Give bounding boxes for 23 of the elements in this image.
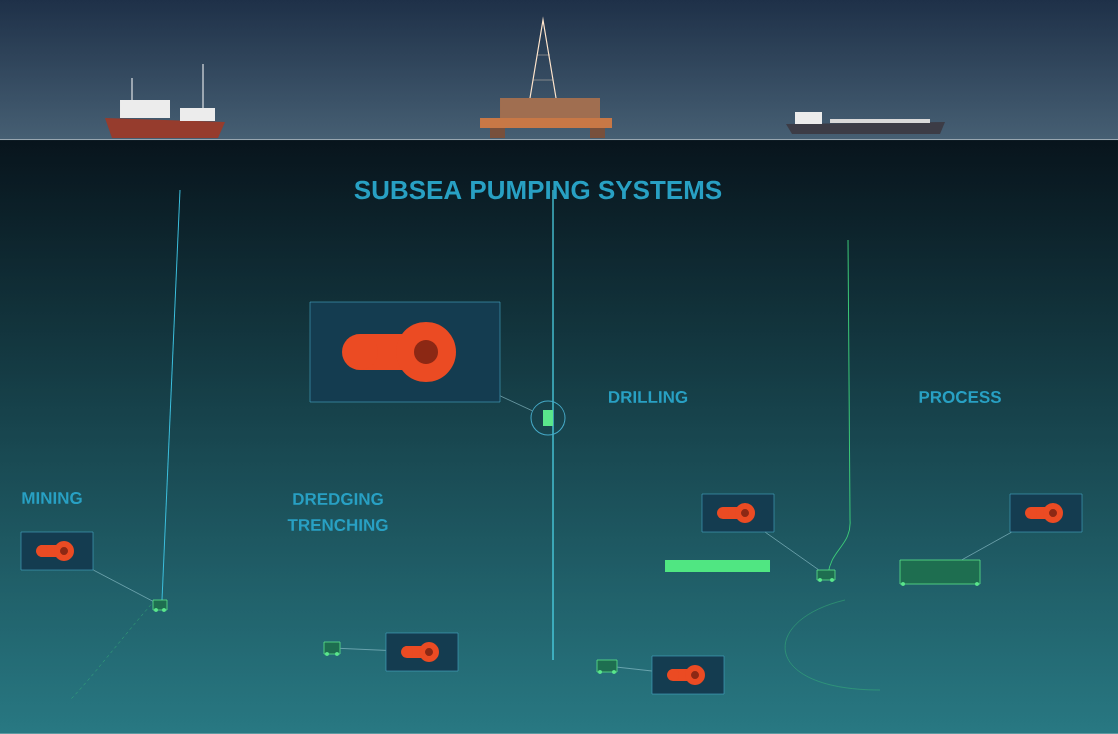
pump-card: [309, 301, 501, 403]
pump-card: [20, 531, 94, 571]
title: SUBSEA PUMPING SYSTEMS: [354, 180, 722, 200]
seabed-equipment-box: [596, 659, 618, 674]
area-label: PROCESS: [919, 391, 1001, 404]
leader-line: [962, 532, 1012, 560]
equipment-ring: [530, 400, 566, 436]
area-label: DREDGING TRENCHING: [287, 493, 388, 532]
leader-line: [765, 532, 819, 570]
area-label: DRILLING: [609, 391, 688, 404]
leader-line: [93, 569, 153, 602]
seabed-equipment-box: [899, 559, 981, 586]
seabed-equipment-box: [152, 599, 168, 612]
area-label: MINING: [22, 492, 82, 505]
seabed-equipment-box: [816, 569, 836, 582]
pump-card: [385, 632, 459, 672]
leader-line: [617, 666, 652, 672]
pump-card: [1009, 493, 1083, 533]
seabed-equipment-box: [323, 641, 341, 656]
leader-line: [340, 648, 386, 651]
pump-card: [651, 655, 725, 695]
leader-line: [500, 395, 533, 411]
pump-card: [701, 493, 775, 533]
